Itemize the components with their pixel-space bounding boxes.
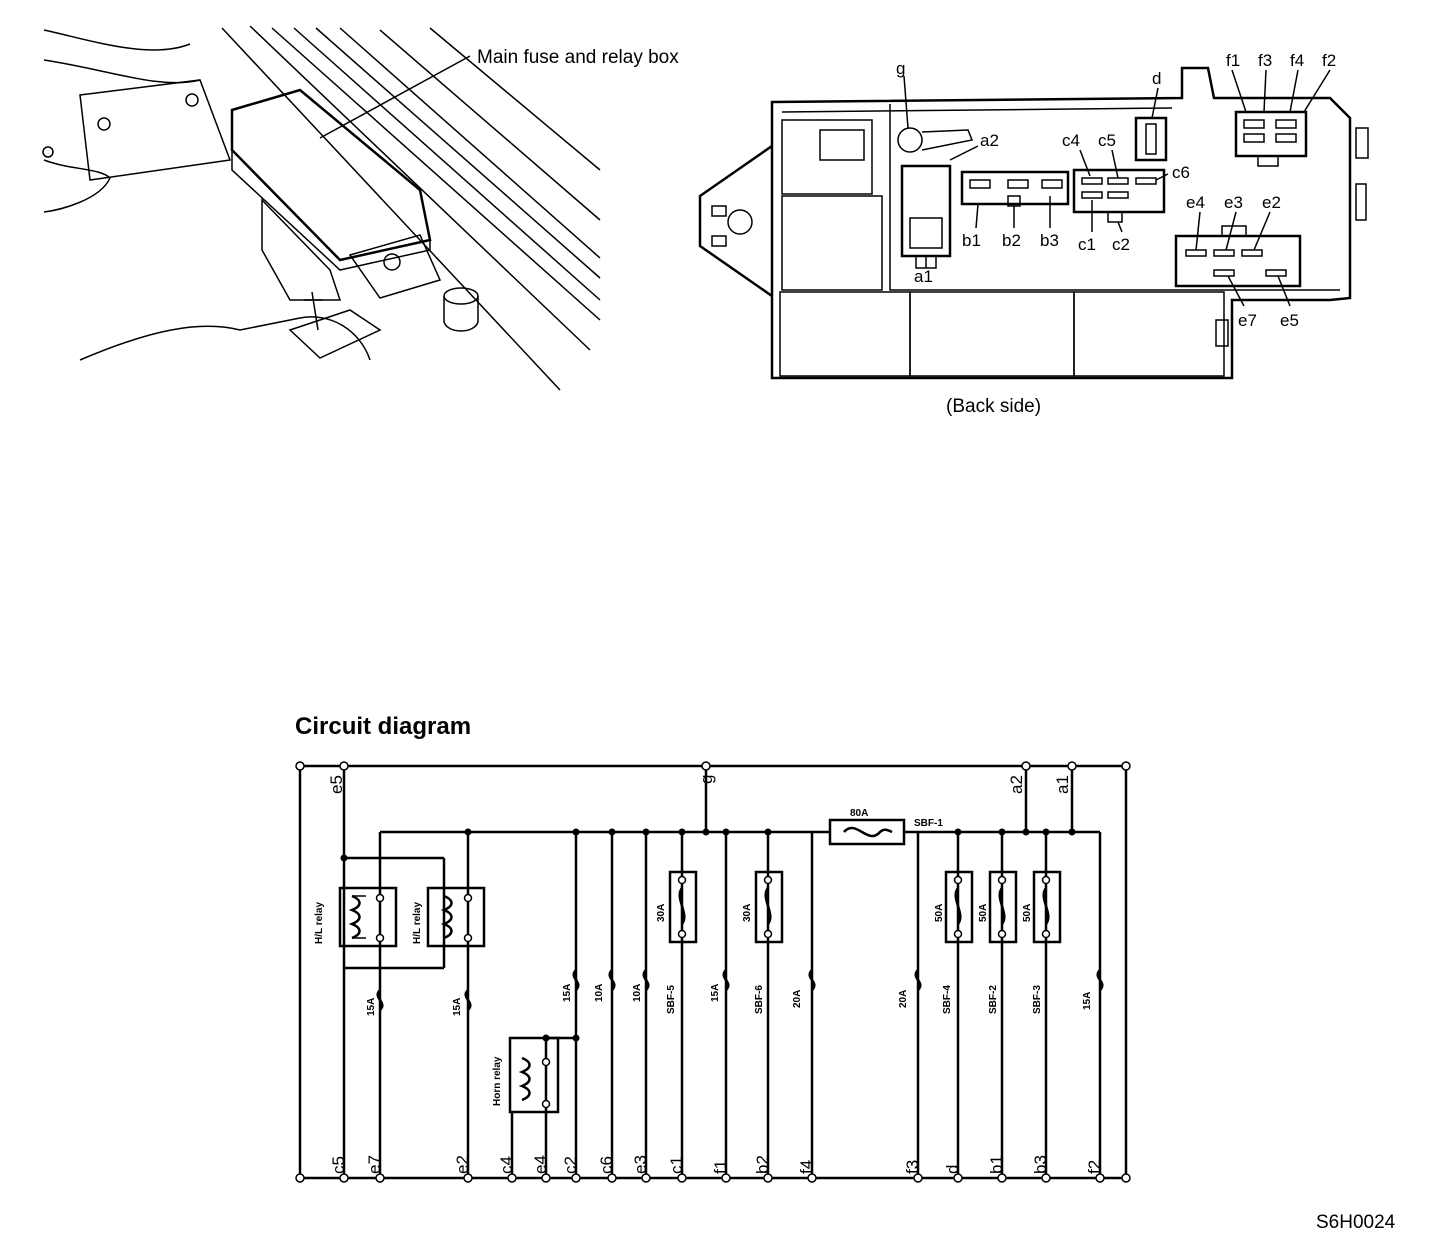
label-c1: c1 bbox=[1078, 235, 1096, 254]
bottom-label-c6: c6 bbox=[597, 1156, 616, 1174]
label-a2: a2 bbox=[980, 131, 999, 150]
top-label-a2: a2 bbox=[1007, 775, 1026, 794]
bottom-label-d: d bbox=[943, 1165, 962, 1174]
sbf2-name: SBF-2 bbox=[988, 985, 999, 1014]
label-f4: f4 bbox=[1290, 51, 1304, 70]
bottom-label-f4: f4 bbox=[797, 1160, 816, 1174]
label-e2: e2 bbox=[1262, 193, 1281, 212]
bottom-label-e2: e2 bbox=[453, 1155, 472, 1174]
bottom-terminal-labels: c5 e7 e2 c4 e4 c2 c6 e3 c1 f1 b2 f4 f3 d b1 b3 f2 bbox=[329, 1155, 1104, 1174]
label-e5: e5 bbox=[1280, 311, 1299, 330]
label-f2: f2 bbox=[1322, 51, 1336, 70]
top-label-e5: e5 bbox=[327, 775, 346, 794]
fuse-e7-rating: 15A bbox=[366, 998, 377, 1016]
label-c6: c6 bbox=[1172, 163, 1190, 182]
bottom-label-c2: c2 bbox=[561, 1156, 580, 1174]
horn-relay-label: Horn relay bbox=[492, 1056, 503, 1106]
label-c2: c2 bbox=[1112, 235, 1130, 254]
bottom-label-b2: b2 bbox=[753, 1155, 772, 1174]
label-e4: e4 bbox=[1186, 193, 1205, 212]
fuse-f1-rating: 15A bbox=[710, 984, 721, 1002]
hl-relay-2-label: H/L relay bbox=[412, 902, 423, 944]
bottom-label-f1: f1 bbox=[711, 1160, 730, 1174]
label-a1: a1 bbox=[914, 267, 933, 286]
fuse-f4-rating: 20A bbox=[792, 990, 803, 1008]
bottom-label-e4: e4 bbox=[531, 1155, 550, 1174]
bottom-label-c5: c5 bbox=[329, 1156, 348, 1174]
fuse-e3-rating: 10A bbox=[632, 984, 643, 1002]
sbf3-rating: 50A bbox=[1022, 904, 1033, 922]
hl-relay-1-label: H/L relay bbox=[314, 902, 325, 944]
fuse-box-callout: Main fuse and relay box bbox=[477, 47, 679, 68]
label-b1: b1 bbox=[962, 231, 981, 250]
circuit-diagram: 80A SBF-1 H/L relay H/L relay 15A 1 bbox=[295, 761, 1131, 1183]
bottom-label-b3: b3 bbox=[1031, 1155, 1050, 1174]
bottom-label-e3: e3 bbox=[631, 1155, 650, 1174]
fuse-f2-rating: 15A bbox=[1082, 992, 1093, 1010]
back-side-view: g a2 a1 d f1 f3 f4 f2 c4 c5 c6 b1 b2 b3 … bbox=[698, 51, 1369, 417]
sbf4-rating: 50A bbox=[934, 904, 945, 922]
circuit-title: Circuit diagram bbox=[295, 713, 471, 740]
fuse-c6-rating: 10A bbox=[594, 984, 605, 1002]
sbf6-name: SBF-6 bbox=[754, 985, 765, 1014]
top-label-a1: a1 bbox=[1053, 775, 1072, 794]
sbf4-name: SBF-4 bbox=[942, 985, 953, 1014]
bottom-label-f3: f3 bbox=[903, 1160, 922, 1174]
label-f3: f3 bbox=[1258, 51, 1272, 70]
label-c4: c4 bbox=[1062, 131, 1080, 150]
label-c5: c5 bbox=[1098, 131, 1116, 150]
label-f1: f1 bbox=[1226, 51, 1240, 70]
sbf5-name: SBF-5 bbox=[666, 985, 677, 1014]
bottom-label-c4: c4 bbox=[497, 1156, 516, 1174]
label-b3: b3 bbox=[1040, 231, 1059, 250]
bottom-label-c1: c1 bbox=[667, 1156, 686, 1174]
sbf2-rating: 50A bbox=[978, 904, 989, 922]
fuse-f3-rating: 20A bbox=[898, 990, 909, 1008]
engine-bay-illustration: Main fuse and relay box bbox=[42, 25, 679, 391]
label-e7: e7 bbox=[1238, 311, 1257, 330]
label-e3: e3 bbox=[1224, 193, 1243, 212]
label-d: d bbox=[1152, 69, 1161, 88]
fuse-c2-rating: 15A bbox=[562, 984, 573, 1002]
figure-code: S6H0024 bbox=[1316, 1212, 1396, 1233]
sbf5-rating: 30A bbox=[656, 904, 667, 922]
back-side-caption: (Back side) bbox=[946, 396, 1041, 417]
bottom-label-b1: b1 bbox=[987, 1155, 1006, 1174]
bottom-label-f2: f2 bbox=[1085, 1160, 1104, 1174]
fuse-e2-rating: 15A bbox=[452, 998, 463, 1016]
top-label-g: g bbox=[697, 775, 716, 784]
label-g: g bbox=[896, 59, 905, 78]
sbf6-rating: 30A bbox=[742, 904, 753, 922]
label-b2: b2 bbox=[1002, 231, 1021, 250]
main-fuse-rating: 80A bbox=[850, 808, 868, 819]
bottom-label-e7: e7 bbox=[365, 1155, 384, 1174]
main-fuse-name: SBF-1 bbox=[914, 818, 943, 829]
sbf3-name: SBF-3 bbox=[1032, 985, 1043, 1014]
